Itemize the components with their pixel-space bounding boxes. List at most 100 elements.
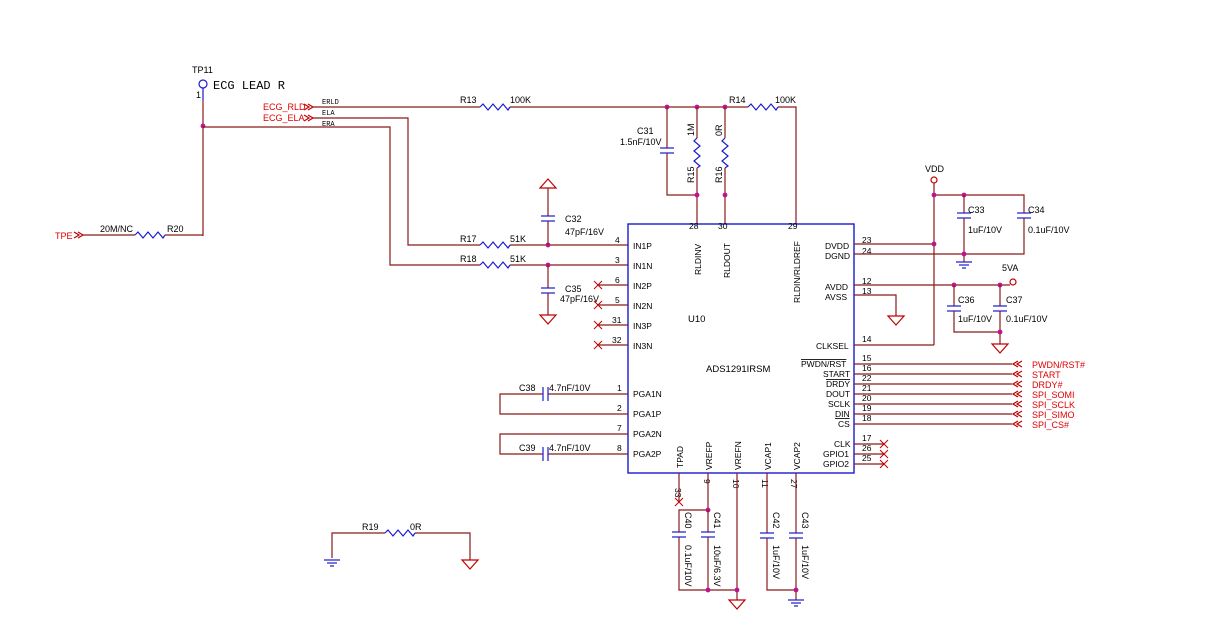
net-spi-simo: SPI_SIMO	[1032, 410, 1075, 420]
ground-symbol	[788, 599, 804, 607]
r13-value: 100K	[510, 95, 531, 105]
c32-ref: C32	[565, 214, 582, 224]
svg-text:IN3N: IN3N	[633, 341, 652, 351]
resistor-r18	[479, 261, 511, 270]
svg-text:2: 2	[617, 403, 622, 413]
svg-text:PGA1N: PGA1N	[633, 389, 662, 399]
r19-ref: R19	[362, 522, 379, 532]
svg-text:30: 30	[718, 221, 728, 231]
c40-value: 0.1uF/10V	[683, 545, 693, 587]
resistor-r19	[384, 529, 416, 538]
svg-text:AVDD: AVDD	[825, 282, 848, 292]
c40-ref: C40	[683, 512, 693, 529]
r15-value: 1M	[686, 123, 696, 136]
svg-text:16: 16	[862, 363, 872, 373]
svg-text:DGND: DGND	[825, 251, 850, 261]
svg-text:7: 7	[617, 423, 622, 433]
v5a-label: 5VA	[1002, 263, 1018, 273]
svg-text:33: 33	[673, 488, 683, 498]
svg-text:25: 25	[862, 453, 872, 463]
tp11-pin: 1	[196, 90, 201, 100]
c35-value: 47pF/16V	[560, 294, 599, 304]
svg-text:TPAD: TPAD	[675, 446, 685, 468]
ground-symbol	[956, 261, 972, 269]
c32-value: 47pF/16V	[565, 227, 604, 237]
svg-text:28: 28	[689, 221, 699, 231]
svg-text:9: 9	[702, 479, 712, 484]
c31-ref: C31	[637, 126, 654, 136]
ic-part: ADS1291IRSM	[706, 364, 771, 375]
c31-value: 1.5nF/10V	[620, 137, 662, 147]
r18-value: 51K	[510, 254, 526, 264]
ground-symbol	[538, 314, 558, 325]
ic-u10-body	[627, 223, 855, 474]
c41-value: 10uF/6.3V	[712, 545, 722, 587]
test-point-tp11: TP11 ECG LEAD R 1	[192, 65, 285, 100]
r14-value: 100K	[775, 95, 796, 105]
svg-text:22: 22	[862, 373, 872, 383]
bottom-pins: TPAD 33 VREFP 9 VREFN 10 VCAP1 11 VCAP2 …	[673, 441, 802, 498]
r17-value: 51K	[510, 234, 526, 244]
svg-text:19: 19	[862, 403, 872, 413]
svg-text:3: 3	[615, 255, 620, 265]
c41-ref: C41	[712, 512, 722, 529]
svg-text:ERLD: ERLD	[322, 99, 339, 107]
net-lines	[854, 360, 1023, 428]
svg-text:DRDY: DRDY	[826, 379, 850, 389]
port-tpe: TPE	[55, 231, 85, 241]
svg-text:CLK: CLK	[834, 439, 851, 449]
r17-ref: R17	[460, 234, 477, 244]
ground-symbol	[727, 599, 747, 610]
ic-ref: U10	[688, 314, 705, 325]
svg-text:13: 13	[862, 286, 872, 296]
c39-ref: C39	[519, 443, 536, 453]
svg-text:AVSS: AVSS	[825, 292, 847, 302]
net-start: START	[1032, 370, 1061, 380]
svg-text:6: 6	[615, 275, 620, 285]
svg-text:26: 26	[862, 443, 872, 453]
svg-text:RLDOUT: RLDOUT	[722, 243, 732, 278]
c33-value: 1uF/10V	[968, 225, 1002, 235]
vdd-label: VDD	[925, 164, 945, 174]
svg-text:START: START	[823, 369, 850, 379]
svg-text:31: 31	[612, 315, 622, 325]
svg-text:ERA: ERA	[322, 121, 335, 129]
left-pins: 4 IN1P 3 IN1N 6 IN2P 5 IN2N 31 IN3P 32 I…	[593, 235, 662, 459]
r15-ref: R15	[686, 166, 696, 183]
resistor-r20	[134, 231, 166, 240]
svg-text:21: 21	[862, 383, 872, 393]
svg-text:IN2N: IN2N	[633, 301, 652, 311]
svg-text:24: 24	[862, 246, 872, 256]
svg-text:ECG_ELA: ECG_ELA	[263, 113, 305, 123]
svg-text:GPIO1: GPIO1	[823, 449, 849, 459]
svg-text:20: 20	[862, 393, 872, 403]
svg-text:15: 15	[862, 353, 872, 363]
svg-text:1: 1	[617, 383, 622, 393]
svg-text:VREFN: VREFN	[733, 441, 743, 470]
svg-text:12: 12	[862, 276, 872, 286]
svg-text:IN2P: IN2P	[633, 281, 652, 291]
svg-text:VREFP: VREFP	[704, 441, 714, 470]
c42-value: 1uF/10V	[771, 545, 781, 579]
svg-text:VCAP2: VCAP2	[792, 442, 802, 470]
ground-symbol	[538, 178, 558, 189]
net-spi-cs: SPI_CS#	[1032, 420, 1069, 430]
c34-value: 0.1uF/10V	[1028, 225, 1070, 235]
svg-text:29: 29	[788, 221, 798, 231]
r20-ref: R20	[167, 224, 184, 234]
svg-text:IN1N: IN1N	[633, 261, 652, 271]
svg-text:PGA1P: PGA1P	[633, 409, 662, 419]
svg-text:IN1P: IN1P	[633, 241, 652, 251]
svg-text:27: 27	[789, 479, 799, 489]
c37-ref: C37	[1006, 295, 1023, 305]
svg-text:DIN: DIN	[835, 409, 850, 419]
c43-value: 1uF/10V	[800, 545, 810, 579]
r16-value: 0R	[714, 124, 724, 136]
svg-text:CLKSEL: CLKSEL	[816, 341, 849, 351]
svg-text:DVDD: DVDD	[825, 241, 849, 251]
svg-text:8: 8	[617, 443, 622, 453]
right-pins: DVDD 23 DGND 24 AVDD 12 AVSS 13 CLKSEL 1…	[801, 235, 872, 469]
c39-value: 4.7nF/10V	[549, 443, 591, 453]
resistor-r14	[747, 103, 779, 112]
